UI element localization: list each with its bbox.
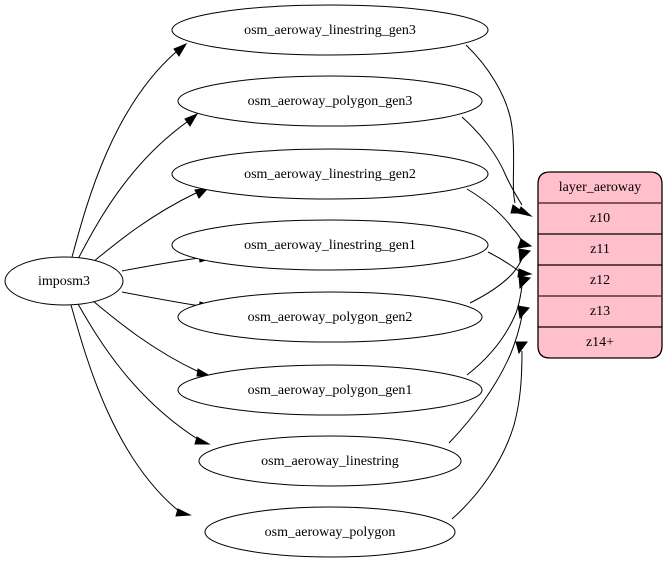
- node-osm_aeroway_linestring_gen2-shape[interactable]: [171, 148, 489, 200]
- node-osm_aeroway_linestring_gen1-label: osm_aeroway_linestring_gen1: [244, 238, 416, 253]
- arrowhead-icon: [194, 436, 211, 445]
- edge-osm_aeroway_linestring_gen1-to-z12: [487, 251, 533, 278]
- node-osm_aeroway_linestring_gen3-label: osm_aeroway_linestring_gen3: [244, 23, 416, 38]
- arrowhead-icon: [517, 268, 533, 278]
- node-osm_aeroway_linestring_gen3[interactable]: osm_aeroway_linestring_gen3: [171, 4, 489, 56]
- node-osm_aeroway_polygon_gen3-shape[interactable]: [177, 75, 483, 127]
- node-osm_aeroway_polygon_gen2-shape[interactable]: [177, 291, 483, 343]
- arrowhead-icon: [518, 275, 532, 290]
- node-osm_aeroway_polygon-label: osm_aeroway_polygon: [265, 525, 396, 540]
- layer_aeroway-row-z11-label[interactable]: z11: [590, 242, 610, 257]
- edge-imposm3-to-osm_aeroway_polygon: [70, 304, 192, 517]
- node-osm_aeroway_polygon_gen1[interactable]: osm_aeroway_polygon_gen1: [177, 364, 483, 416]
- node-osm_aeroway_polygon_gen3-label: osm_aeroway_polygon_gen3: [248, 94, 413, 109]
- edge-group-tables-to-layer: [448, 44, 533, 520]
- node-osm_aeroway_polygon_gen1-shape[interactable]: [177, 364, 483, 416]
- node-layer_aeroway-table[interactable]: layer_aeroway z10 z11 z12 z13 z14+: [537, 171, 663, 359]
- node-osm_aeroway_linestring_gen1-shape[interactable]: [171, 219, 489, 271]
- arrowhead-icon: [175, 508, 192, 517]
- node-imposm3-shape[interactable]: [4, 256, 124, 306]
- node-osm_aeroway_linestring[interactable]: osm_aeroway_linestring: [198, 435, 462, 487]
- layer_aeroway-row-z13-label[interactable]: z13: [590, 304, 610, 319]
- node-imposm3-label: imposm3: [38, 274, 90, 289]
- arrowhead-icon: [517, 206, 533, 217]
- arrowhead-icon: [517, 238, 533, 249]
- node-osm_aeroway_linestring-label: osm_aeroway_linestring: [261, 454, 399, 469]
- node-osm_aeroway_linestring_gen1[interactable]: osm_aeroway_linestring_gen1: [171, 219, 489, 271]
- node-osm_aeroway_linestring_gen3-shape[interactable]: [171, 4, 489, 56]
- layer_aeroway-header-label: layer_aeroway: [559, 180, 641, 195]
- edge-imposm3-to-osm_aeroway_linestring: [77, 303, 211, 445]
- layer_aeroway-row-z14-label[interactable]: z14+: [586, 335, 614, 350]
- node-osm_aeroway_linestring-shape[interactable]: [198, 435, 462, 487]
- node-imposm3[interactable]: imposm3: [4, 256, 124, 306]
- node-osm_aeroway_polygon_gen2[interactable]: osm_aeroway_polygon_gen2: [177, 291, 483, 343]
- edge-osm_aeroway_polygon-to-z14: [451, 341, 528, 520]
- edge-osm_aeroway_polygon_gen1-to-z12: [466, 275, 532, 376]
- node-osm_aeroway_linestring_gen2[interactable]: osm_aeroway_linestring_gen2: [171, 148, 489, 200]
- node-osm_aeroway_polygon_gen3[interactable]: osm_aeroway_polygon_gen3: [177, 75, 483, 127]
- arrowhead-icon: [517, 305, 530, 320]
- layer_aeroway-row-z12-label[interactable]: z12: [590, 273, 610, 288]
- layer_aeroway-row-z10-label[interactable]: z10: [590, 211, 610, 226]
- node-osm_aeroway_polygon_gen2-label: osm_aeroway_polygon_gen2: [248, 310, 413, 325]
- edge-imposm3-to-osm_aeroway_linestring_gen3: [71, 42, 188, 258]
- node-osm_aeroway_polygon-shape[interactable]: [204, 506, 456, 558]
- node-osm_aeroway_polygon[interactable]: osm_aeroway_polygon: [204, 506, 456, 558]
- edge-osm_aeroway_polygon_gen2-to-z11: [469, 248, 532, 304]
- node-osm_aeroway_polygon_gen1-label: osm_aeroway_polygon_gen1: [248, 383, 413, 398]
- edge-imposm3-to-osm_aeroway_polygon_gen3: [77, 112, 199, 260]
- arrowhead-icon: [518, 248, 532, 263]
- edge-osm_aeroway_linestring-to-z13: [448, 305, 530, 444]
- arrowhead-icon: [173, 42, 188, 57]
- arrowhead-icon: [515, 341, 528, 355]
- arrowhead-icon: [184, 112, 199, 127]
- edge-osm_aeroway_linestring_gen2-to-z11: [466, 188, 533, 249]
- edge-osm_aeroway_polygon_gen3-to-z10: [461, 116, 533, 217]
- node-osm_aeroway_linestring_gen2-label: osm_aeroway_linestring_gen2: [244, 167, 416, 182]
